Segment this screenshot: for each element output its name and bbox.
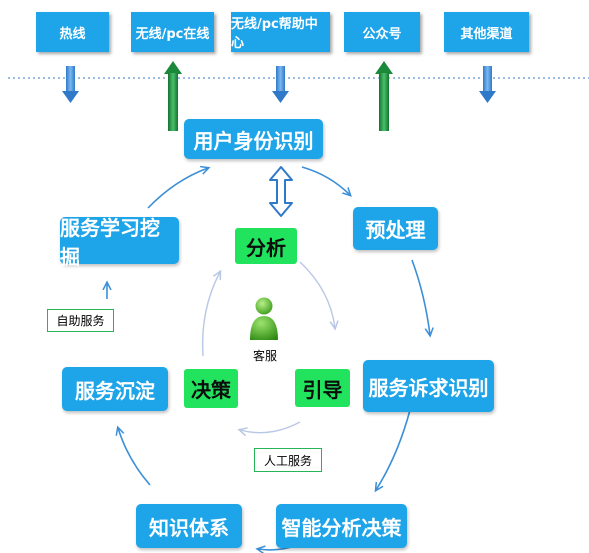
channel-online: 无线/pc在线 [131, 12, 214, 52]
channel-help-center: 无线/pc帮助中心 [231, 12, 330, 52]
note-self-service: 自助服务 [47, 309, 114, 332]
step-request-recognition: 服务诉求识别 [363, 360, 494, 412]
channel-hotline: 热线 [36, 12, 109, 52]
inner-flow-arrow [240, 421, 301, 433]
step-intelligent-decision: 智能分析决策 [276, 504, 407, 548]
double-arrow-icon [269, 166, 293, 217]
arrow-up-icon [375, 61, 393, 131]
center-analyze: 分析 [235, 228, 297, 264]
channel-others: 其他渠道 [444, 12, 529, 52]
step-identity: 用户身份识别 [184, 119, 323, 159]
inner-flow-arrow [201, 272, 220, 357]
agent-label: 客服 [252, 349, 277, 363]
flow-arrow [376, 409, 411, 490]
step-learning: 服务学习挖掘 [60, 216, 179, 269]
person-icon [250, 297, 278, 340]
inner-flow-arrow [299, 261, 335, 328]
step-settle: 服务沉淀 [62, 367, 168, 411]
note-manual-service: 人工服务 [254, 448, 322, 472]
arrow-down-icon [272, 66, 289, 103]
center-guide: 引导 [295, 369, 350, 407]
channel-official-account: 公众号 [344, 12, 420, 52]
flow-arrow [411, 259, 430, 335]
center-decide: 决策 [184, 369, 238, 408]
flow-arrow [301, 166, 350, 195]
step-preprocess: 预处理 [353, 207, 438, 250]
arrow-up-icon [164, 61, 182, 131]
flow-arrow [118, 428, 151, 486]
arrow-down-icon [62, 66, 79, 103]
arrow-down-icon [479, 66, 496, 103]
step-knowledge: 知识体系 [136, 504, 242, 548]
flow-arrow [147, 168, 208, 209]
